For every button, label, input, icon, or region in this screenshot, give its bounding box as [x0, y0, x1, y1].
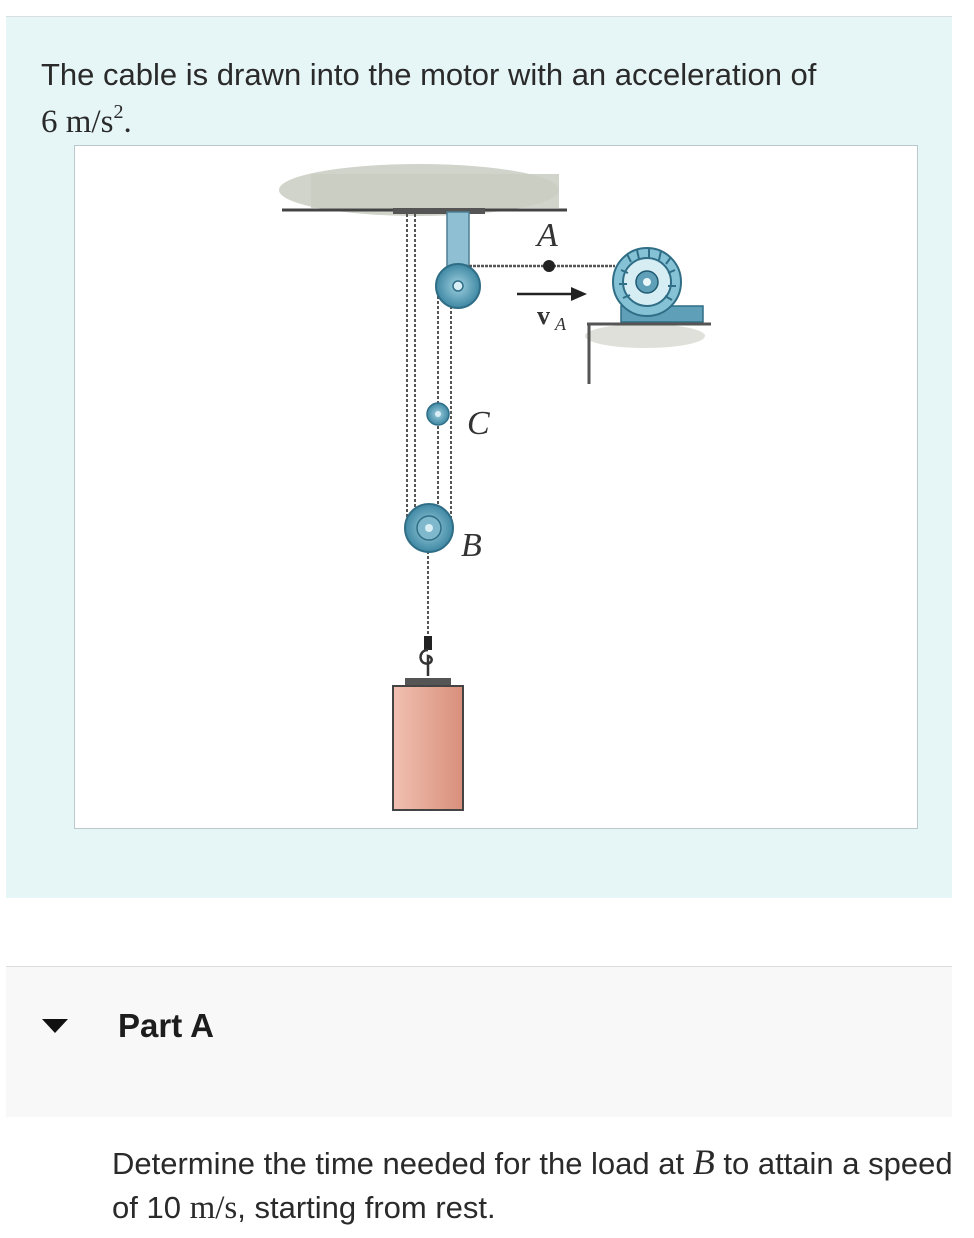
pulley-diagram: A v A C B [279, 164, 711, 811]
part-title: Part A [118, 1007, 214, 1044]
load-cap [405, 678, 451, 686]
problem-statement: The cable is drawn into the motor with a… [41, 51, 921, 146]
acceleration-math: 6 m/s2. [41, 101, 132, 140]
hook [419, 648, 433, 676]
ledge-shade [585, 324, 705, 348]
question-text: Determine the time needed for the load a… [112, 1142, 953, 1226]
label-a: A [535, 217, 558, 254]
mount-plate [393, 208, 485, 214]
pulley-b-hub [425, 524, 433, 532]
hook-connector [424, 636, 432, 650]
ceiling-shade-block [311, 174, 559, 208]
point-a [543, 260, 555, 272]
pulley-c-hub [435, 411, 441, 417]
motor-hub [643, 278, 651, 286]
label-c: C [467, 405, 490, 442]
problem-intro: The cable is drawn into the motor with a… [41, 57, 817, 92]
label-b: B [461, 527, 482, 564]
section-divider [6, 966, 952, 967]
part-a-header[interactable]: Part A [6, 967, 952, 1117]
caret-down-icon[interactable] [42, 1019, 68, 1033]
load-block [392, 685, 464, 811]
speed-unit: m/s [189, 1190, 238, 1226]
label-va-subscript: A [554, 314, 567, 334]
pulley-figure: A v A C B [74, 145, 918, 829]
label-va: v [537, 301, 550, 330]
top-pulley-hub [452, 280, 464, 292]
problem-panel: The cable is drawn into the motor with a… [6, 16, 952, 898]
variable-b: B [692, 1142, 715, 1182]
motor-vent-lines [619, 249, 676, 301]
velocity-arrow-head [571, 287, 587, 301]
